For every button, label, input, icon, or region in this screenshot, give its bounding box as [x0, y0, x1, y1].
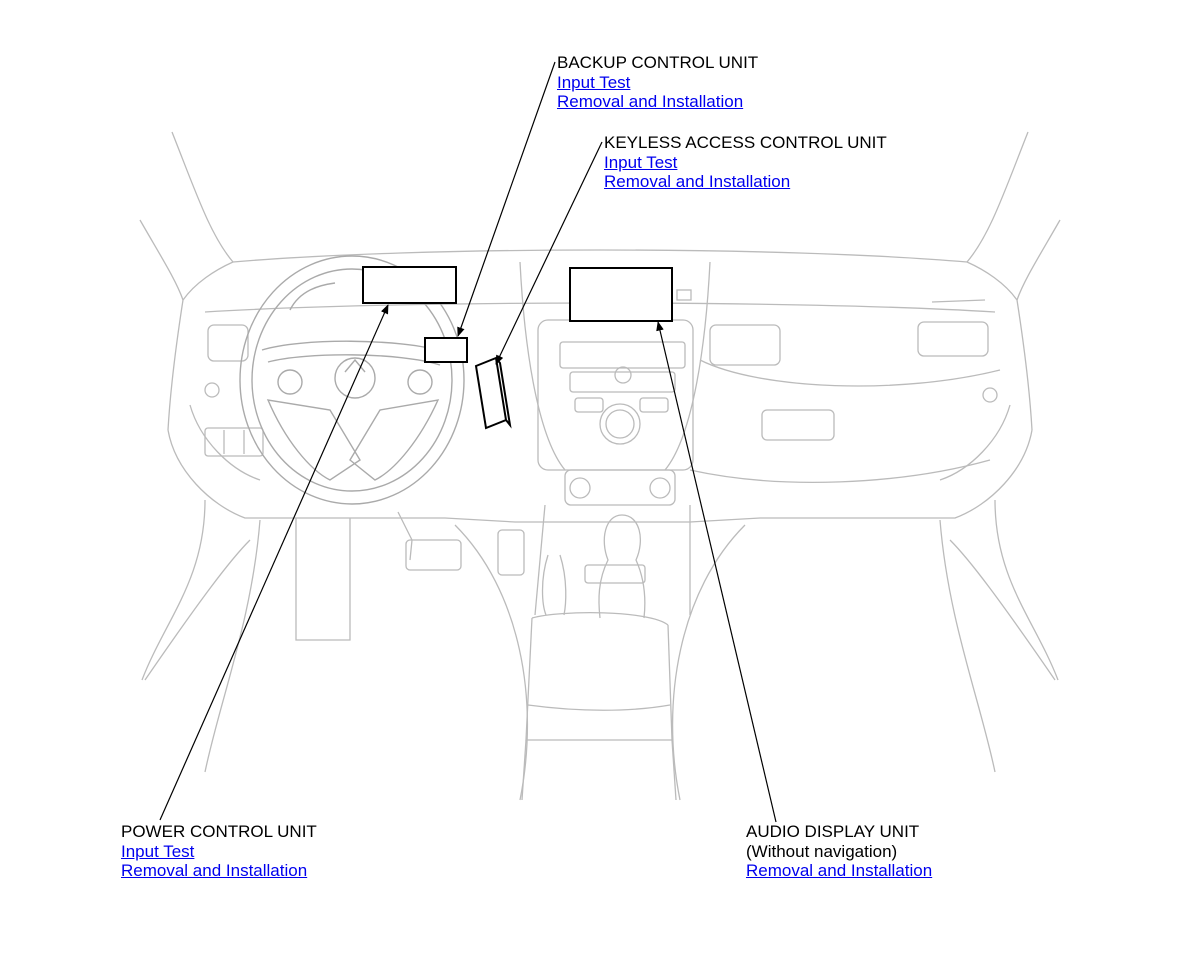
power-input-test-link[interactable]: Input Test [121, 841, 195, 861]
power-control-unit-box [362, 266, 457, 304]
power-control-unit-title: POWER CONTROL UNIT [121, 822, 317, 841]
steering-wheel [239, 255, 465, 505]
keyless-removal-installation-link[interactable]: Removal and Installation [604, 172, 791, 191]
leader-power [159, 304, 389, 821]
backup-control-unit-box [424, 337, 468, 363]
backup-removal-installation-link[interactable]: Removal and Installation [557, 92, 744, 111]
leader-keyless [495, 141, 603, 365]
leader-audio [656, 321, 777, 823]
keyless-input-test-link[interactable]: Input Test [604, 152, 678, 172]
components [362, 266, 673, 430]
audio-display-unit-callout: AUDIO DISPLAY UNIT (Without navigation) … [746, 822, 932, 881]
dashboard-outline [139, 131, 1061, 801]
backup-control-unit-callout: BACKUP CONTROL UNIT Input Test Removal a… [557, 53, 758, 112]
backup-control-unit-title: BACKUP CONTROL UNIT [557, 53, 759, 72]
leader-lines [159, 61, 777, 823]
audio-display-unit-note: (Without navigation) [746, 841, 898, 861]
backup-input-test-link[interactable]: Input Test [557, 72, 631, 92]
audio-removal-installation-link[interactable]: Removal and Installation [746, 861, 933, 880]
power-control-unit-callout: POWER CONTROL UNIT Input Test Removal an… [121, 822, 317, 881]
audio-display-unit-title: AUDIO DISPLAY UNIT [746, 822, 920, 841]
leader-backup [457, 61, 556, 337]
power-removal-installation-link[interactable]: Removal and Installation [121, 861, 308, 880]
keyless-access-control-unit-callout: KEYLESS ACCESS CONTROL UNIT Input Test R… [604, 133, 887, 192]
audio-display-unit-box [569, 267, 673, 322]
keyless-access-control-unit-title: KEYLESS ACCESS CONTROL UNIT [604, 133, 887, 152]
